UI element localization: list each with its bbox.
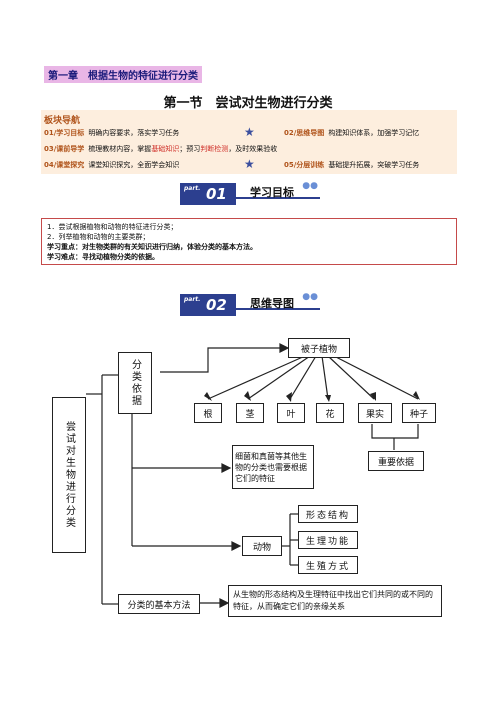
animal-label: 动物 <box>252 542 271 553</box>
goal-line: 2．列举植物和动物的主要类群； <box>47 233 150 241</box>
nav-key: 02/思维导图 <box>284 129 325 137</box>
organ-node: 茎 <box>236 403 264 423</box>
method-node: 分类的基本方法 <box>118 594 200 614</box>
dots-icon: ●● <box>302 292 318 302</box>
part-label: part. <box>184 185 201 192</box>
seed-plant-label: 被子植物 <box>300 344 337 355</box>
part-title: 思维导图 <box>250 297 294 310</box>
nav-highlight: 基础知识 <box>151 145 180 153</box>
method-label: 分类的基本方法 <box>127 600 191 611</box>
nav-key: 04/课堂探究 <box>44 161 85 169</box>
animal-node: 动物 <box>242 536 282 556</box>
seed-plant-node: 被子植物 <box>288 338 350 358</box>
organ-node: 花 <box>316 403 344 423</box>
star-icon: ★ <box>244 125 255 139</box>
nav-text: 梳理教材内容，掌握 <box>88 145 152 153</box>
organ-label: 茎 <box>245 409 255 420</box>
mindmap-basis: 分类依据 <box>118 352 152 414</box>
learning-goals-box: 1．尝试根据植物和动物的特征进行分类； 2．列举植物和动物的主要类群； 学习重点… <box>41 218 457 265</box>
part-banner-01: part. 01 学习目标 ●● <box>180 181 320 205</box>
nav-key: 05/分层训练 <box>284 161 325 169</box>
animal-feature-node: 生殖方式 <box>298 556 358 574</box>
nav-row-01: 01/学习目标明确内容要求，落实学习任务 <box>44 128 179 138</box>
part-number: 01 <box>206 185 227 203</box>
organ-label: 叶 <box>286 409 296 420</box>
organ-node: 果实 <box>358 403 392 423</box>
goal-key-point: 学习重点：对生物类群的有关知识进行归纳，体验分类的基本方法。 <box>47 243 257 251</box>
organ-node: 种子 <box>402 403 436 423</box>
bacteria-fungi-node: 细菌和真菌等其他生物的分类也需要根据它们的特征 <box>232 445 314 489</box>
section-title: 第一节 尝试对生物进行分类 <box>163 96 333 111</box>
star-icon: ★ <box>244 157 255 171</box>
feature-label: 形态结构 <box>305 510 350 521</box>
nav-key: 03/课前导学 <box>44 145 85 153</box>
organ-label: 果实 <box>365 409 384 420</box>
part-label: part. <box>184 296 201 303</box>
nav-text: ，及时效果验收 <box>228 145 278 153</box>
nav-row-03: 03/课前导学梳理教材内容，掌握基础知识；预习判断检测，及时效果验收 <box>44 144 277 154</box>
organ-node: 根 <box>194 403 222 423</box>
mindmap-root: 尝试对生物进行分类 <box>52 397 86 553</box>
nav-text: 课堂知识探究，全面学会知识 <box>88 161 180 169</box>
part-banner-02: part. 02 思维导图 ●● <box>180 292 320 316</box>
animal-feature-node: 形态结构 <box>298 505 358 523</box>
panel-heading: 板块导航 <box>44 116 81 126</box>
animal-feature-node: 生理功能 <box>298 531 358 549</box>
nav-row-04: 04/课堂探究课堂知识探究，全面学会知识 <box>44 160 179 170</box>
feature-label: 生理功能 <box>305 536 350 547</box>
method-description-node: 从生物的形态结构及生理特征中找出它们共同的或不同的特征，从而确定它们的亲缘关系 <box>228 585 442 617</box>
organ-label: 花 <box>325 409 335 420</box>
important-basis-label: 重要依据 <box>377 457 414 468</box>
basis-label: 分类依据 <box>129 359 141 407</box>
root-label: 尝试对生物进行分类 <box>63 421 75 529</box>
method-description: 从生物的形态结构及生理特征中找出它们共同的或不同的特征，从而确定它们的亲缘关系 <box>233 590 433 611</box>
part-number: 02 <box>206 296 227 314</box>
organ-node: 叶 <box>277 403 305 423</box>
nav-row-05: 05/分层训练基础提升拓展，突破学习任务 <box>284 160 419 170</box>
part-title: 学习目标 <box>250 186 294 199</box>
bacteria-fungi-label: 细菌和真菌等其他生物的分类也需要根据它们的特征 <box>235 451 307 483</box>
goal-line: 1．尝试根据植物和动物的特征进行分类； <box>47 223 178 231</box>
organ-label: 种子 <box>409 409 428 420</box>
chapter-title: 第一章 根据生物的特征进行分类 <box>44 66 202 83</box>
nav-text: 明确内容要求，落实学习任务 <box>88 129 180 137</box>
organ-label: 根 <box>203 409 213 420</box>
nav-highlight: 判断检测 <box>200 145 229 153</box>
important-basis-node: 重要依据 <box>368 451 424 471</box>
nav-key: 01/学习目标 <box>44 129 85 137</box>
navigation-panel <box>41 110 457 174</box>
dots-icon: ●● <box>302 181 318 191</box>
goal-difficulty: 学习难点：寻找动植物分类的依据。 <box>47 253 159 261</box>
feature-label: 生殖方式 <box>305 561 350 572</box>
nav-text: 基础提升拓展，突破学习任务 <box>328 161 420 169</box>
nav-row-02: 02/思维导图构建知识体系，加强学习记忆 <box>284 128 419 138</box>
nav-text: ；预习 <box>179 145 201 153</box>
nav-text: 构建知识体系，加强学习记忆 <box>328 129 420 137</box>
